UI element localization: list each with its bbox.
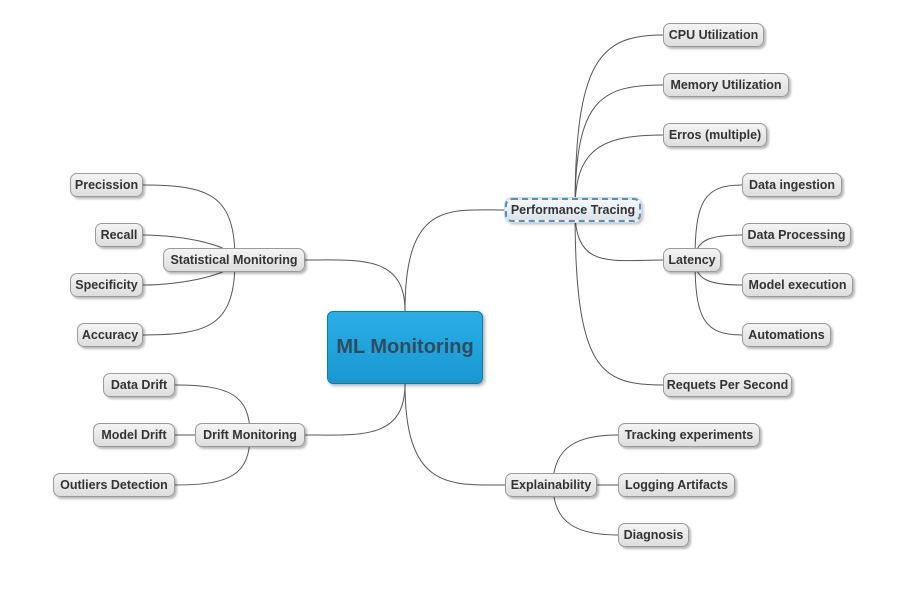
explainability-node[interactable]: Explainability bbox=[505, 473, 597, 497]
drift-monitoring-label: Drift Monitoring bbox=[203, 428, 297, 442]
data-processing-label: Data Processing bbox=[747, 228, 846, 242]
requests-per-second-label: Requets Per Second bbox=[666, 378, 789, 392]
model-execution-label: Model execution bbox=[748, 278, 847, 292]
drift-monitoring-node[interactable]: Drift Monitoring bbox=[195, 423, 305, 447]
cpu-utilization-label: CPU Utilization bbox=[668, 28, 759, 42]
errors-node[interactable]: Erros (multiple) bbox=[663, 123, 767, 147]
tracking-experiments-node[interactable]: Tracking experiments bbox=[618, 423, 760, 447]
data-ingestion-node[interactable]: Data ingestion bbox=[742, 173, 842, 197]
automations-node[interactable]: Automations bbox=[742, 323, 831, 347]
accuracy-node[interactable]: Accuracy bbox=[77, 323, 143, 347]
connector-statistical-precision bbox=[142, 184, 236, 261]
data-processing-node[interactable]: Data Processing bbox=[742, 223, 851, 247]
model-execution-node[interactable]: Model execution bbox=[742, 273, 853, 297]
connector-statistical-accuracy bbox=[142, 259, 236, 336]
data-drift-node[interactable]: Data Drift bbox=[103, 373, 175, 397]
precision-node[interactable]: Precission bbox=[70, 173, 143, 197]
central-topic-label: ML Monitoring bbox=[336, 336, 474, 358]
diagnosis-label: Diagnosis bbox=[623, 528, 684, 542]
connector-performance-latency bbox=[574, 209, 664, 262]
connector-latency-ingestion bbox=[694, 184, 743, 261]
statistical-monitoring-label: Statistical Monitoring bbox=[170, 253, 298, 267]
tracking-experiments-label: Tracking experiments bbox=[624, 428, 754, 442]
connector-performance-errors bbox=[574, 134, 664, 211]
specificity-node[interactable]: Specificity bbox=[70, 273, 143, 297]
performance-tracing-node[interactable]: Performance Tracing bbox=[505, 198, 641, 222]
memory-utilization-label: Memory Utilization bbox=[670, 78, 782, 92]
model-drift-node[interactable]: Model Drift bbox=[93, 423, 175, 447]
diagnosis-node[interactable]: Diagnosis bbox=[618, 523, 689, 547]
connector-performance-cpu bbox=[574, 34, 664, 211]
central-topic[interactable]: ML Monitoring bbox=[327, 311, 483, 384]
logging-artifacts-label: Logging Artifacts bbox=[624, 478, 728, 492]
latency-label: Latency bbox=[668, 253, 716, 267]
memory-utilization-node[interactable]: Memory Utilization bbox=[663, 73, 789, 97]
explainability-label: Explainability bbox=[510, 478, 592, 492]
connector-latency-automations bbox=[694, 259, 743, 336]
outliers-detection-label: Outliers Detection bbox=[60, 478, 168, 492]
errors-label: Erros (multiple) bbox=[668, 128, 762, 142]
automations-label: Automations bbox=[748, 328, 825, 342]
precision-label: Precission bbox=[74, 178, 139, 192]
specificity-label: Specificity bbox=[75, 278, 138, 292]
connector-central-statistical bbox=[304, 259, 406, 312]
accuracy-label: Accuracy bbox=[81, 328, 139, 342]
statistical-monitoring-node[interactable]: Statistical Monitoring bbox=[163, 248, 305, 272]
latency-node[interactable]: Latency bbox=[663, 248, 721, 272]
connector-performance-memory bbox=[574, 84, 664, 211]
requests-per-second-node[interactable]: Requets Per Second bbox=[663, 373, 792, 397]
data-drift-label: Data Drift bbox=[110, 378, 168, 392]
connector-central-explainability bbox=[404, 383, 506, 486]
recall-label: Recall bbox=[100, 228, 138, 242]
cpu-utilization-node[interactable]: CPU Utilization bbox=[663, 23, 764, 47]
performance-tracing-label: Performance Tracing bbox=[510, 203, 636, 217]
recall-node[interactable]: Recall bbox=[95, 223, 143, 247]
connector-central-drift bbox=[304, 383, 406, 436]
outliers-detection-node[interactable]: Outliers Detection bbox=[53, 473, 175, 497]
connector-performance-rps bbox=[574, 209, 664, 386]
data-ingestion-label: Data ingestion bbox=[748, 178, 836, 192]
logging-artifacts-node[interactable]: Logging Artifacts bbox=[618, 473, 735, 497]
model-drift-label: Model Drift bbox=[101, 428, 167, 442]
connector-central-performance bbox=[404, 209, 506, 312]
